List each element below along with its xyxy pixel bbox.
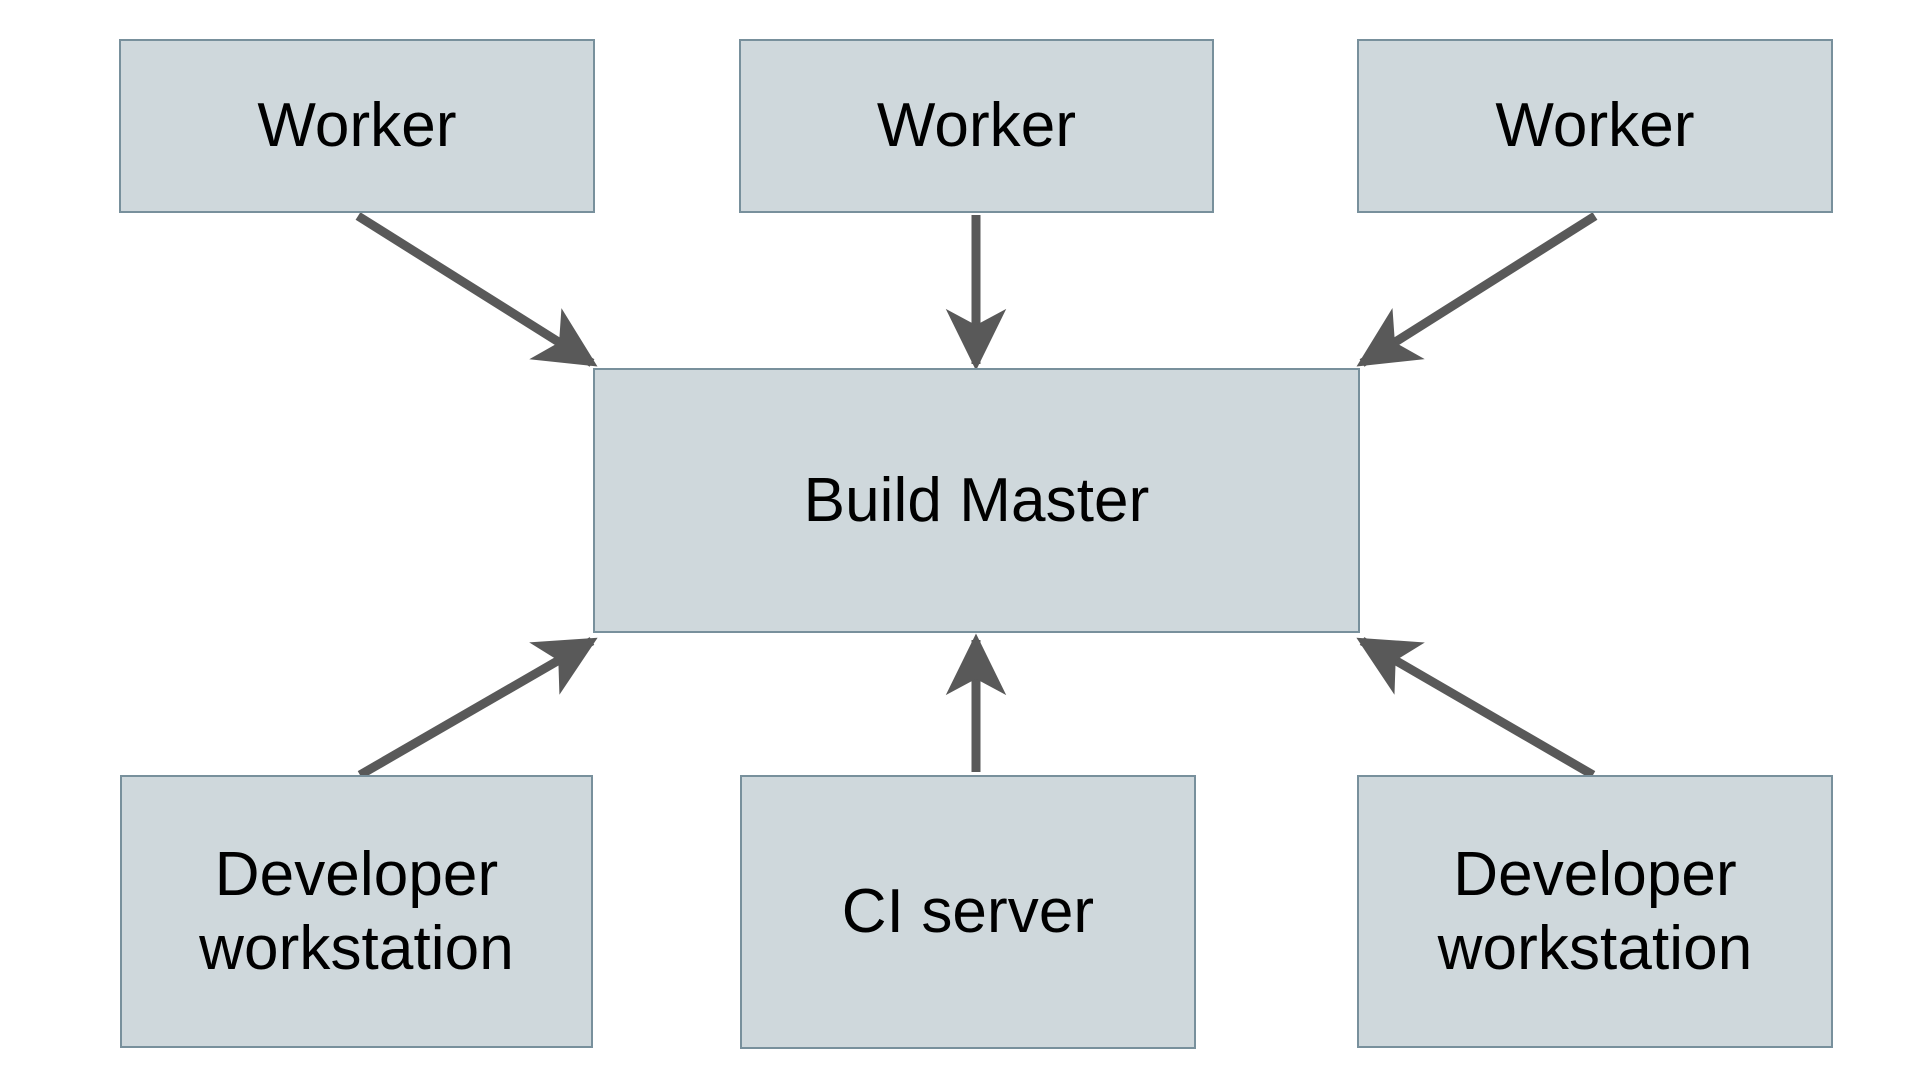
node-developer-workstation-right[interactable]: Developer workstation bbox=[1357, 775, 1833, 1048]
node-build-master[interactable]: Build Master bbox=[593, 368, 1360, 633]
edge-worker3-to-master bbox=[1356, 212, 1598, 367]
node-worker-3-label: Worker bbox=[1495, 91, 1695, 161]
node-ci-server[interactable]: CI server bbox=[740, 775, 1196, 1049]
node-worker-1-label: Worker bbox=[257, 91, 457, 161]
node-developer-workstation-right-label: Developer workstation bbox=[1437, 840, 1753, 983]
node-worker-1[interactable]: Worker bbox=[119, 39, 595, 213]
edge-devleft-to-master bbox=[357, 637, 598, 779]
node-build-master-label: Build Master bbox=[803, 465, 1150, 535]
node-worker-2-label: Worker bbox=[876, 91, 1077, 161]
node-ci-server-label: CI server bbox=[841, 877, 1095, 947]
edge-worker1-to-master bbox=[355, 212, 598, 367]
node-worker-3[interactable]: Worker bbox=[1357, 39, 1833, 213]
node-worker-2[interactable]: Worker bbox=[739, 39, 1214, 213]
node-developer-workstation-left-label: Developer workstation bbox=[199, 840, 514, 983]
node-developer-workstation-left[interactable]: Developer workstation bbox=[120, 775, 593, 1048]
edge-devright-to-master bbox=[1356, 637, 1596, 779]
